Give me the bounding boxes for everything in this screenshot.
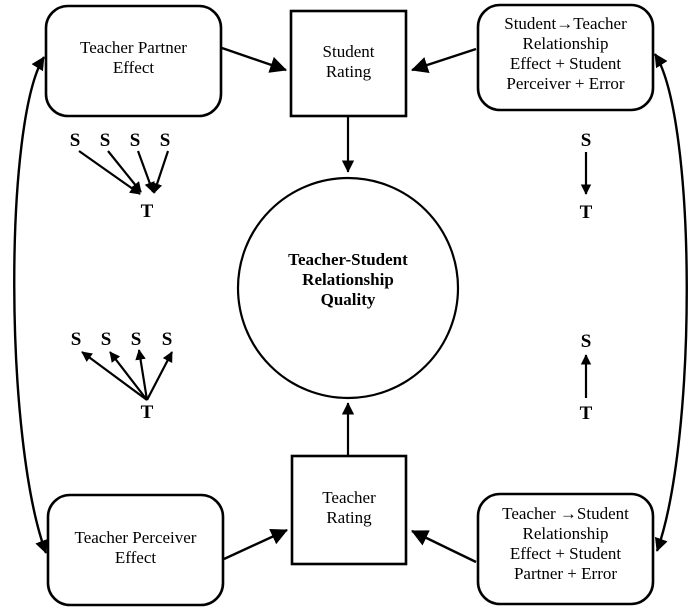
arrow-lowerleft-t-to-s3 bbox=[135, 349, 149, 401]
node-shape-student-teacher-relationship[interactable] bbox=[476, 3, 655, 112]
arrow-teacher-perceiver-to-teacher-rating bbox=[223, 528, 288, 561]
arrow-upperleft-s1-to-t bbox=[78, 150, 141, 195]
arrow-right-bidirectional-curve bbox=[653, 53, 688, 552]
glyph-lowerleft-s-4: S bbox=[161, 329, 173, 350]
arrow-left-bidirectional-curve bbox=[13, 56, 48, 554]
arrow-lowerleft-t-to-s2 bbox=[109, 351, 148, 401]
node-shape-teacher-perceiver-effect[interactable] bbox=[46, 493, 225, 607]
arrow-upperleft-s3-to-t bbox=[136, 150, 155, 193]
glyph-lowerleft-s-3: S bbox=[130, 329, 142, 350]
arrow-upperleft-s2-to-t bbox=[107, 150, 142, 193]
arrow-student-teacher-relationship-to-student-rating bbox=[411, 47, 477, 74]
node-shape-teacher-partner-effect[interactable] bbox=[44, 4, 223, 118]
glyph-upperleft-s-1: S bbox=[69, 130, 81, 151]
glyph-lowerright-s: S bbox=[580, 331, 592, 352]
arrow-upperleft-s4-to-t bbox=[152, 150, 170, 194]
arrow-teacher-student-relationship-to-teacher-rating bbox=[411, 529, 477, 564]
glyph-upperleft-t: T bbox=[140, 201, 154, 222]
glyph-upperleft-s-2: S bbox=[99, 130, 111, 151]
glyph-upperright-t: T bbox=[579, 202, 593, 223]
glyph-upperleft-s-3: S bbox=[129, 130, 141, 151]
node-shape-student-rating[interactable] bbox=[289, 9, 408, 118]
glyph-upperright-s: S bbox=[580, 130, 592, 151]
arrow-teacher-partner-to-student-rating bbox=[221, 46, 287, 73]
glyph-lowerleft-t: T bbox=[140, 402, 154, 423]
glyph-lowerright-t: T bbox=[579, 403, 593, 424]
glyph-upperleft-s-4: S bbox=[159, 130, 171, 151]
glyph-lowerleft-s-2: S bbox=[100, 329, 112, 350]
node-shape-teacher-rating[interactable] bbox=[290, 454, 408, 566]
arrow-lowerleft-t-to-s4 bbox=[146, 351, 173, 401]
node-shape-center-circle[interactable] bbox=[236, 176, 460, 400]
arrow-lowerleft-t-to-s1 bbox=[81, 351, 148, 401]
glyph-lowerleft-s-1: S bbox=[70, 329, 82, 350]
node-shape-teacher-student-relationship[interactable] bbox=[476, 492, 655, 606]
